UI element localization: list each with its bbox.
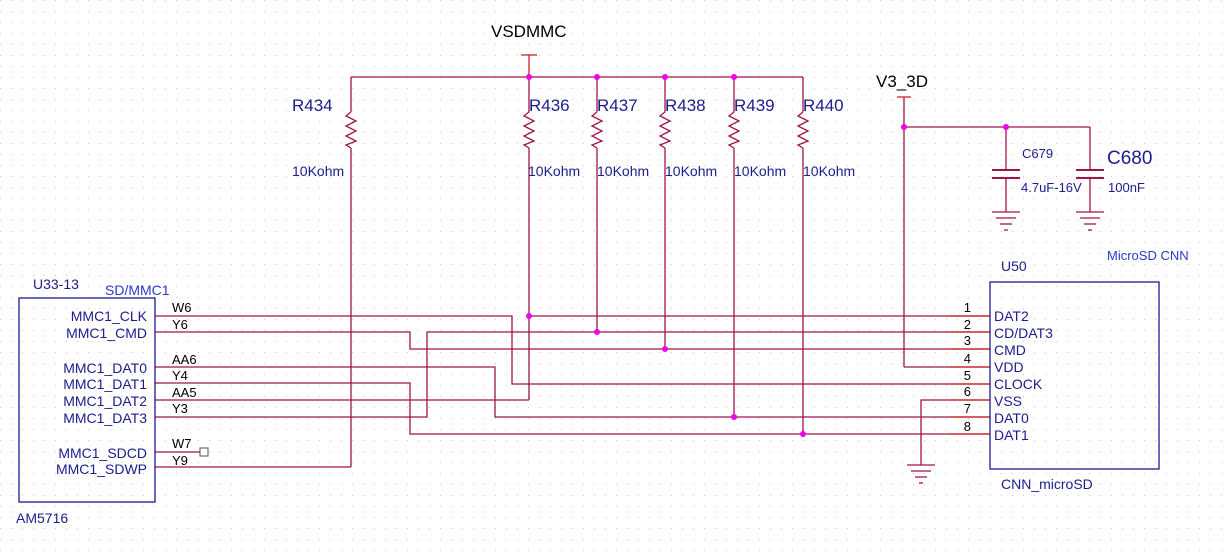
ground-c679-icon <box>992 211 1020 231</box>
resistor-r434-icon <box>344 111 358 149</box>
u50-pin-num-2: 2 <box>964 317 971 332</box>
resistor-symbols <box>344 111 810 149</box>
r436-value: 10Kohm <box>528 163 580 179</box>
u50-pin-stubs <box>950 315 990 435</box>
u50-pin-name-clock: CLOCK <box>994 376 1043 392</box>
u33-pin-name-sdwp: MMC1_SDWP <box>56 461 147 477</box>
c680-value: 100nF <box>1108 180 1145 195</box>
r440-value: 10Kohm <box>803 163 855 179</box>
resistor-r439-icon <box>727 111 741 149</box>
u50-pin-name-vdd: VDD <box>994 359 1024 375</box>
ground-c680-icon <box>1076 211 1104 231</box>
u50-pin-num-6: 6 <box>964 384 971 399</box>
u33-pin-name-dat3: MMC1_DAT3 <box>63 410 147 426</box>
u33-ball-sdwp: Y9 <box>172 453 188 468</box>
u50-pin-name-cmd: CMD <box>994 342 1026 358</box>
u33-ball-dat0: AA6 <box>172 352 197 367</box>
resistor-r438-icon <box>658 111 672 149</box>
u50-ref: U50 <box>1001 258 1027 274</box>
u50-part: CNN_microSD <box>1001 476 1093 492</box>
u50-pin-name-dat1: DAT1 <box>994 427 1029 443</box>
u33-block: SD/MMC1 <box>105 282 170 298</box>
u50-pin-num-1: 1 <box>964 300 971 315</box>
r440-ref: R440 <box>803 96 844 115</box>
c680-ref: C680 <box>1107 148 1152 169</box>
u50-pin-num-8: 8 <box>964 419 971 434</box>
labels: VSDMMC V3_3D R434 R436 R437 R438 R439 R4… <box>16 22 1189 526</box>
u50-pin-name-cd-dat3: CD/DAT3 <box>994 325 1053 341</box>
u33-ball-clk: W6 <box>172 300 192 315</box>
u33-pin-name-dat2: MMC1_DAT2 <box>63 393 147 409</box>
u33-body <box>18 297 156 503</box>
u50-body <box>989 281 1160 470</box>
ground-u50-icon <box>907 464 935 484</box>
u33-pin-name-dat0: MMC1_DAT0 <box>63 360 147 376</box>
u50-pin-num-4: 4 <box>964 351 971 366</box>
capacitor-symbols <box>992 169 1104 179</box>
r438-ref: R438 <box>665 96 706 115</box>
u50-pin-name-dat0: DAT0 <box>994 410 1029 426</box>
u33-ball-dat3: Y3 <box>172 401 188 416</box>
resistor-r437-icon <box>590 111 604 149</box>
u33-pin-name-cmd: MMC1_CMD <box>66 325 147 341</box>
r439-value: 10Kohm <box>734 163 786 179</box>
resistor-r440-icon <box>796 111 810 149</box>
resistor-r436-icon <box>522 111 536 149</box>
r436-ref: R436 <box>529 96 570 115</box>
u50-pin-num-7: 7 <box>964 401 971 416</box>
u33-ball-cmd: Y6 <box>172 317 188 332</box>
u50-pin-name-vss: VSS <box>994 393 1022 409</box>
ground-symbols <box>907 211 1104 484</box>
u33-pin-name-dat1: MMC1_DAT1 <box>63 376 147 392</box>
u33-ref: U33-13 <box>33 276 79 292</box>
r437-ref: R437 <box>597 96 638 115</box>
u50-pin-name-dat2: DAT2 <box>994 308 1029 324</box>
u33-ball-dat2: AA5 <box>172 385 197 400</box>
v3-3d-label: V3_3D <box>876 72 928 91</box>
sdcd-no-connect-icon <box>199 447 209 457</box>
u50-title: MicroSD CNN <box>1107 248 1189 263</box>
u33-pin-name-clk: MMC1_CLK <box>71 308 148 324</box>
r437-value: 10Kohm <box>597 163 649 179</box>
c679-ref: C679 <box>1022 146 1053 161</box>
c679-value: 4.7uF-16V <box>1021 180 1082 195</box>
u33-pin-name-sdcd: MMC1_SDCD <box>58 445 147 461</box>
r439-ref: R439 <box>734 96 775 115</box>
r434-ref: R434 <box>292 96 333 115</box>
r434-value: 10Kohm <box>292 163 344 179</box>
r438-value: 10Kohm <box>665 163 717 179</box>
junctions <box>526 74 1009 437</box>
u50-pin-num-5: 5 <box>964 368 971 383</box>
u50-pin-num-3: 3 <box>964 333 971 348</box>
power-symbols <box>521 54 911 98</box>
u33-ball-dat1: Y4 <box>172 368 188 383</box>
vsdmmc-label: VSDMMC <box>491 22 567 41</box>
u33-ball-sdcd: W7 <box>172 436 192 451</box>
u33-part: AM5716 <box>16 510 68 526</box>
